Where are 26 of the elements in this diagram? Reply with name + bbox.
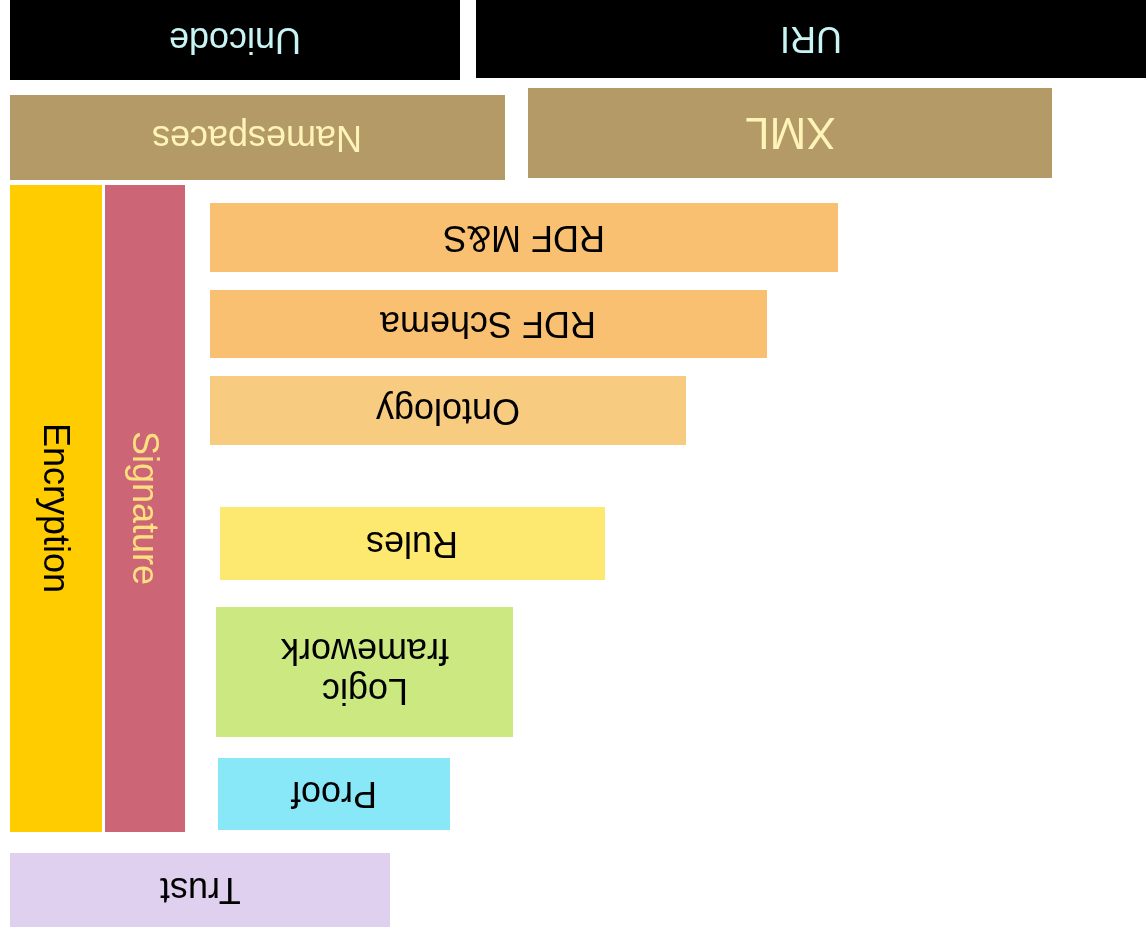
vertical-layer-bar bbox=[105, 185, 185, 832]
layer-label: Unicode bbox=[168, 20, 302, 60]
layer-label: Rules bbox=[366, 523, 459, 564]
layer-block bbox=[220, 507, 605, 580]
layer-block bbox=[10, 0, 460, 80]
layer-label: XML bbox=[744, 108, 836, 158]
layer-block bbox=[216, 607, 513, 737]
layer-block bbox=[10, 95, 505, 180]
layer-label: Logic framework bbox=[279, 632, 450, 712]
layer-block bbox=[528, 88, 1052, 178]
layer-label: Ontology bbox=[375, 390, 521, 431]
layer-label: Signature bbox=[125, 431, 165, 586]
layer-label: RDF M&S bbox=[443, 217, 605, 258]
layer-label: Namespaces bbox=[152, 117, 363, 158]
layer-block bbox=[210, 203, 838, 272]
vertical-layer-bar bbox=[10, 185, 102, 832]
layer-block bbox=[218, 758, 450, 830]
layer-label: Trust bbox=[159, 870, 241, 910]
layer-label: Proof bbox=[290, 774, 377, 814]
layer-label: Encryption bbox=[36, 423, 76, 594]
layer-block bbox=[210, 376, 686, 445]
layer-block bbox=[10, 853, 390, 927]
layer-label: URI bbox=[780, 19, 842, 59]
layer-block bbox=[476, 0, 1146, 78]
layer-block bbox=[210, 290, 767, 358]
layer-label: RDF Schema bbox=[380, 304, 597, 344]
